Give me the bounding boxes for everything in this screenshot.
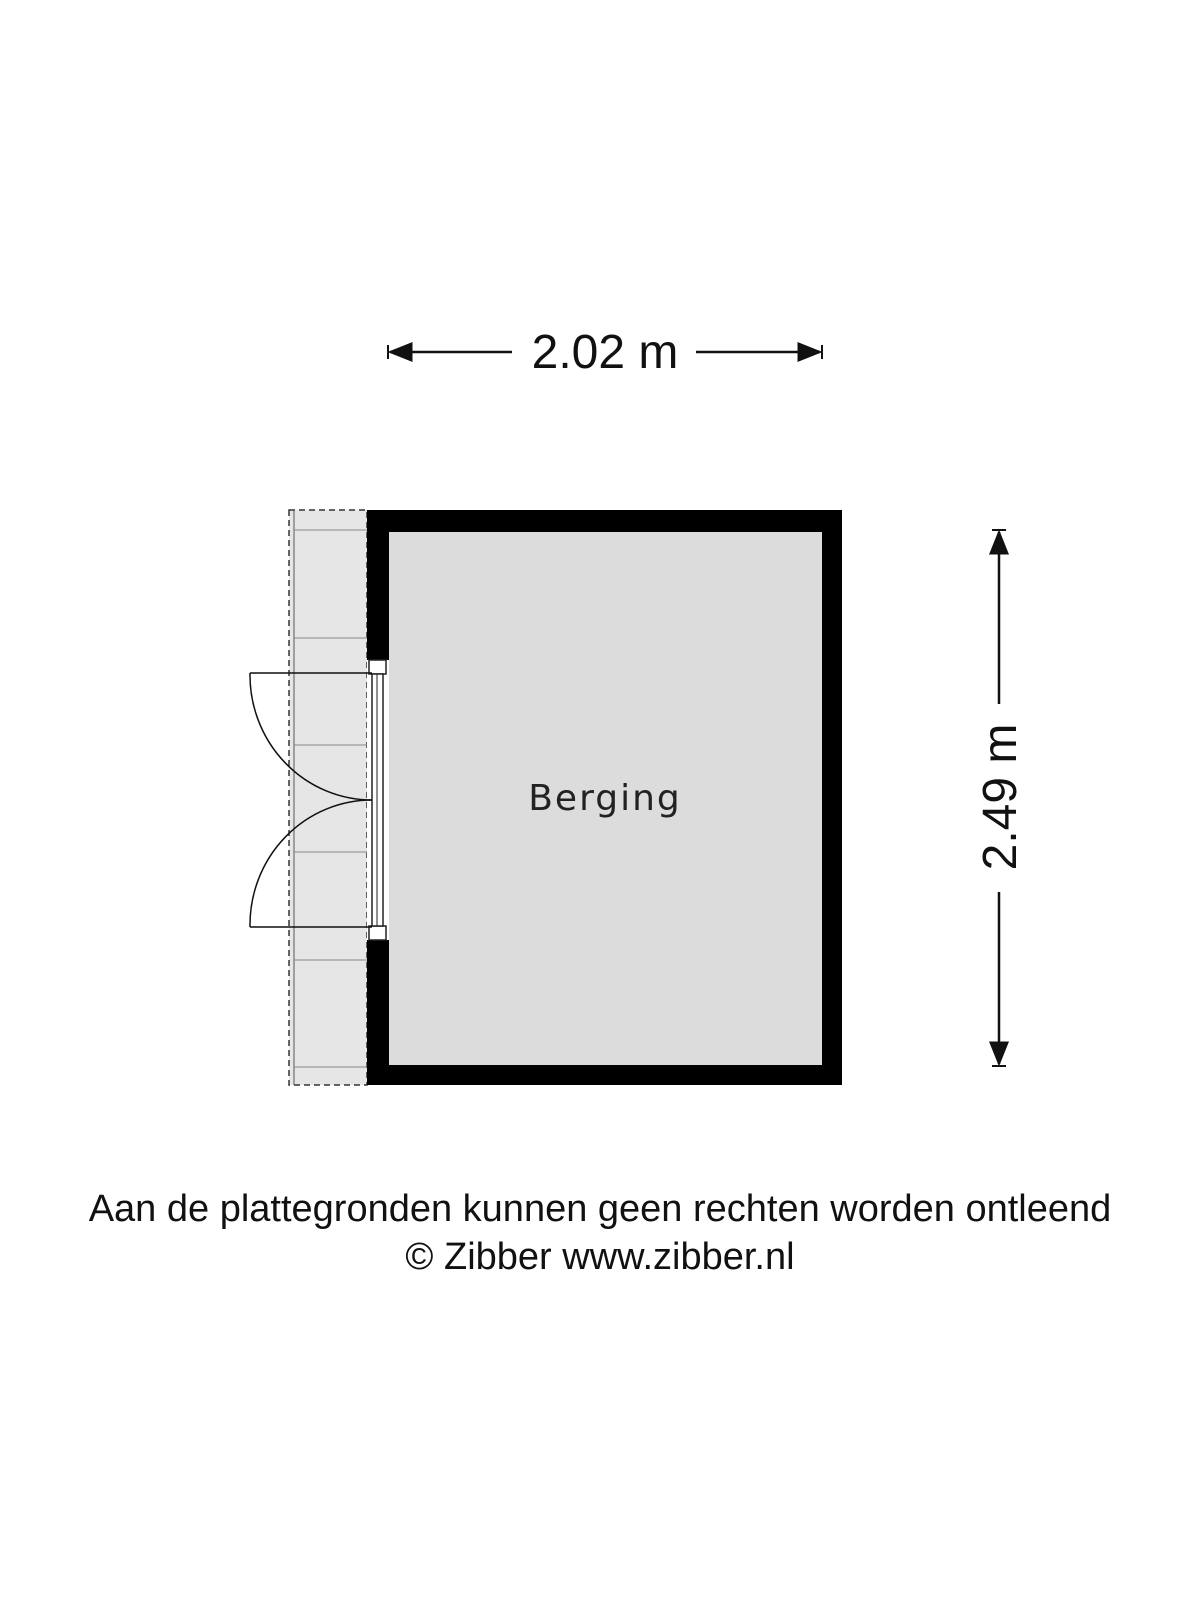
disclaimer-text: Aan de plattegronden kunnen geen rechten… [88, 1188, 1112, 1230]
copyright-text: © Zibber www.zibber.nl [405, 1236, 795, 1278]
double-door [249, 672, 373, 928]
width-dimension: 2.02 m [387, 326, 823, 379]
terrace-strip [288, 509, 368, 1086]
width-label: 2.02 m [532, 326, 679, 379]
room-label: Berging [528, 778, 682, 819]
height-label: 2.49 m [974, 724, 1027, 871]
room-berging [367, 510, 842, 1085]
height-dimension: 2.49 m [974, 529, 1027, 1067]
